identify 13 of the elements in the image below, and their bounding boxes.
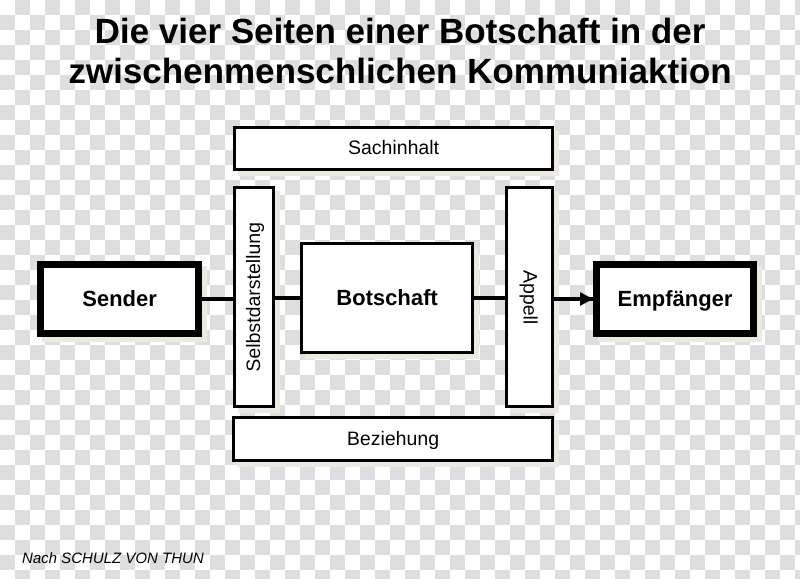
connector-line: [275, 296, 300, 300]
box-label: Beziehung: [346, 428, 440, 450]
box-label: Empfänger: [618, 286, 732, 312]
source-note: Nach SCHULZ VON THUN: [22, 550, 204, 567]
arrow: [554, 292, 593, 306]
box-label: Sender: [82, 286, 157, 312]
connector-line: [202, 297, 233, 301]
connector-line: [474, 296, 505, 300]
box-label: Selbstdarstellung: [242, 222, 266, 372]
box-label: Sachinhalt: [348, 137, 440, 160]
diagram-title: Die vier Seiten einer Botschaft in der zwischenmenschlichen Kommuniaktion: [67, 12, 733, 92]
box-label: Appell: [518, 270, 541, 324]
box-label: Botschaft: [336, 285, 438, 311]
